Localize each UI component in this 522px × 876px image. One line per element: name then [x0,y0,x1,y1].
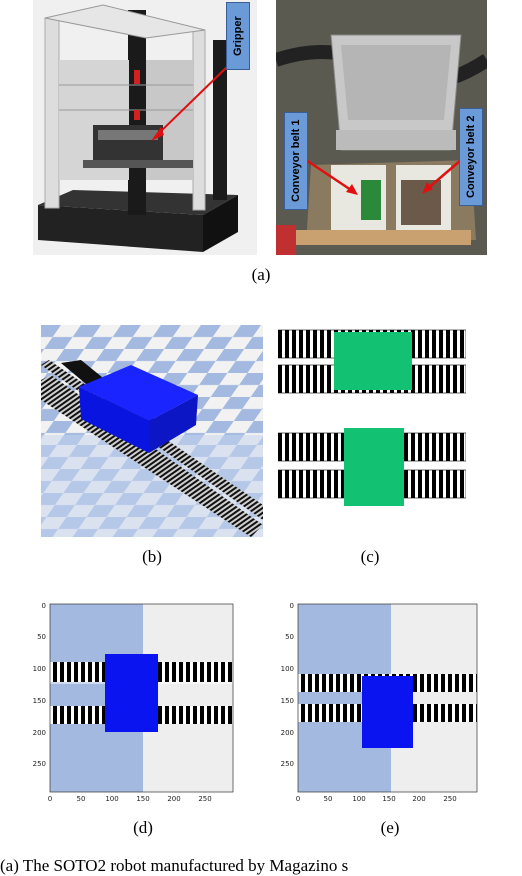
green-box-bottom [344,428,404,506]
plot-d-ytick: 50 [37,633,46,641]
plot-d-ytick: 0 [42,602,46,610]
schematic-top-view [278,328,466,506]
blue-box-d [105,654,158,732]
conveyor-photo: Conveyor belt 1 Conveyor belt 2 [276,0,487,255]
simulation-3d-illustration [41,325,263,537]
plot-e-xtick: 200 [412,795,425,803]
caption-e: (e) [380,818,400,837]
gripper-label-text: Gripper [232,16,244,56]
schematic-illustration [278,329,466,506]
plot-d-y-ticks: 0 50 100 150 200 250 [33,602,46,768]
caption-b: (b) [142,547,162,566]
observation-plot-d: 0 50 100 150 200 250 0 50 100 150 200 25… [32,596,242,808]
plot-d-xtick: 50 [77,795,86,803]
conveyor-belt-2-label-text: Conveyor belt 2 [465,115,477,199]
plot-d-xtick: 0 [48,795,52,803]
plot-e-xtick: 100 [352,795,365,803]
plot-e-xtick: 150 [382,795,395,803]
observation-plot-e: 0 50 100 150 200 250 0 50 100 150 200 25… [280,596,490,808]
plot-e-ytick: 0 [290,602,294,610]
robot-photo: Gripper [33,0,257,255]
plot-e-xtick: 0 [296,795,300,803]
plot-e-x-ticks: 0 50 100 150 200 250 [296,795,457,803]
robot-illustration [33,0,257,255]
caption-c: (c) [360,547,380,566]
plot-d-x-ticks: 0 50 100 150 200 250 [48,795,212,803]
plot-d-xtick: 150 [136,795,149,803]
plot-e-xtick: 250 [443,795,456,803]
conveyor-belt-1-label-text: Conveyor belt 1 [290,119,302,203]
conveyor-illustration [276,0,487,255]
plot-d-ytick: 250 [33,760,46,768]
gripper-label: Gripper [226,2,250,70]
figure-caption: (a) The SOTO2 robot manufactured by Maga… [0,856,349,875]
plot-d-ytick: 150 [33,697,46,705]
caption-d: (d) [133,818,153,837]
plot-e-xtick: 50 [324,795,333,803]
plot-e-ytick: 150 [281,697,294,705]
conveyor-belt-2-label: Conveyor belt 2 [459,108,483,206]
plot-e-ytick: 250 [281,760,294,768]
conveyor-belt-1-label: Conveyor belt 1 [284,112,308,210]
plot-e-ytick: 50 [285,633,294,641]
caption-a: (a) [251,265,271,284]
green-box-top [334,332,412,390]
plot-d-svg: 0 50 100 150 200 250 0 50 100 150 200 25… [33,602,234,803]
plot-d-xtick: 100 [105,795,118,803]
plot-e-y-ticks: 0 50 100 150 200 250 [281,602,294,768]
plot-d-xtick: 200 [167,795,180,803]
blue-box-e [362,676,413,748]
plot-e-ytick: 100 [281,665,294,673]
plot-d-ytick: 100 [33,665,46,673]
plot-e-ytick: 200 [281,729,294,737]
plot-e-svg: 0 50 100 150 200 250 0 50 100 150 200 25… [281,602,478,803]
plot-d-ytick: 200 [33,729,46,737]
simulation-3d-view [41,325,263,537]
plot-d-xtick: 250 [198,795,211,803]
